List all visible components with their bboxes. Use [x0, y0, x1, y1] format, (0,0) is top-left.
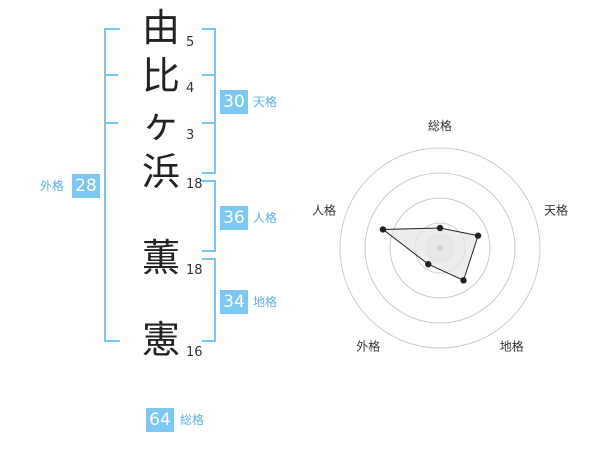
char-5: 薫 [141, 236, 180, 280]
bracket-tick [202, 74, 215, 76]
char-6: 憲 [141, 318, 180, 362]
char-4: 浜 [141, 150, 180, 194]
stroke-count-2: 4 [186, 81, 195, 96]
jinkaku-label: 人格 [253, 211, 278, 225]
radar-point-4 [425, 260, 432, 268]
radar-point-2 [474, 232, 482, 239]
tenkaku-label: 天格 [253, 95, 278, 109]
radar-axis-label: 人格 [312, 202, 336, 217]
char-1: 由 [141, 6, 180, 50]
soukaku-score: 64 [146, 408, 174, 432]
radar-axis-label: 総格 [428, 118, 452, 133]
stroke-count-5: 18 [186, 263, 203, 278]
radar-ring [339, 147, 541, 349]
bracket-tick [202, 122, 215, 124]
stroke-count-3: 3 [186, 128, 195, 143]
radar-axis-label: 外格 [356, 339, 380, 354]
stroke-count-6: 16 [186, 345, 203, 360]
radar-point-1 [436, 224, 444, 232]
bracket-tick [105, 74, 118, 76]
char-3: ヶ [141, 102, 180, 146]
stroke-count-4: 18 [186, 177, 203, 192]
gaikaku-score: 28 [72, 174, 100, 198]
soukaku-label: 総格 [180, 413, 205, 427]
radar-axis-label: 地格 [500, 339, 524, 354]
radar-axis-label: 天格 [544, 202, 568, 217]
gaikaku-label: 外格 [40, 179, 65, 193]
radar-point-5 [379, 226, 387, 233]
gaikaku-bracket [104, 28, 120, 342]
tenkaku-bracket [202, 28, 216, 174]
tenkaku-score: 30 [220, 90, 248, 114]
chikaku-bracket [202, 258, 216, 342]
radar-point-3 [460, 277, 467, 284]
chikaku-score: 34 [220, 290, 248, 314]
jinkaku-bracket [202, 180, 216, 252]
radar-ring [389, 197, 491, 299]
bracket-tick [105, 122, 118, 124]
stroke-count-1: 5 [186, 35, 195, 50]
char-2: 比 [141, 54, 180, 98]
jinkaku-score: 36 [220, 206, 248, 230]
radar-polygon [381, 227, 479, 282]
radar-ring [364, 172, 516, 324]
chikaku-label: 地格 [253, 295, 278, 309]
